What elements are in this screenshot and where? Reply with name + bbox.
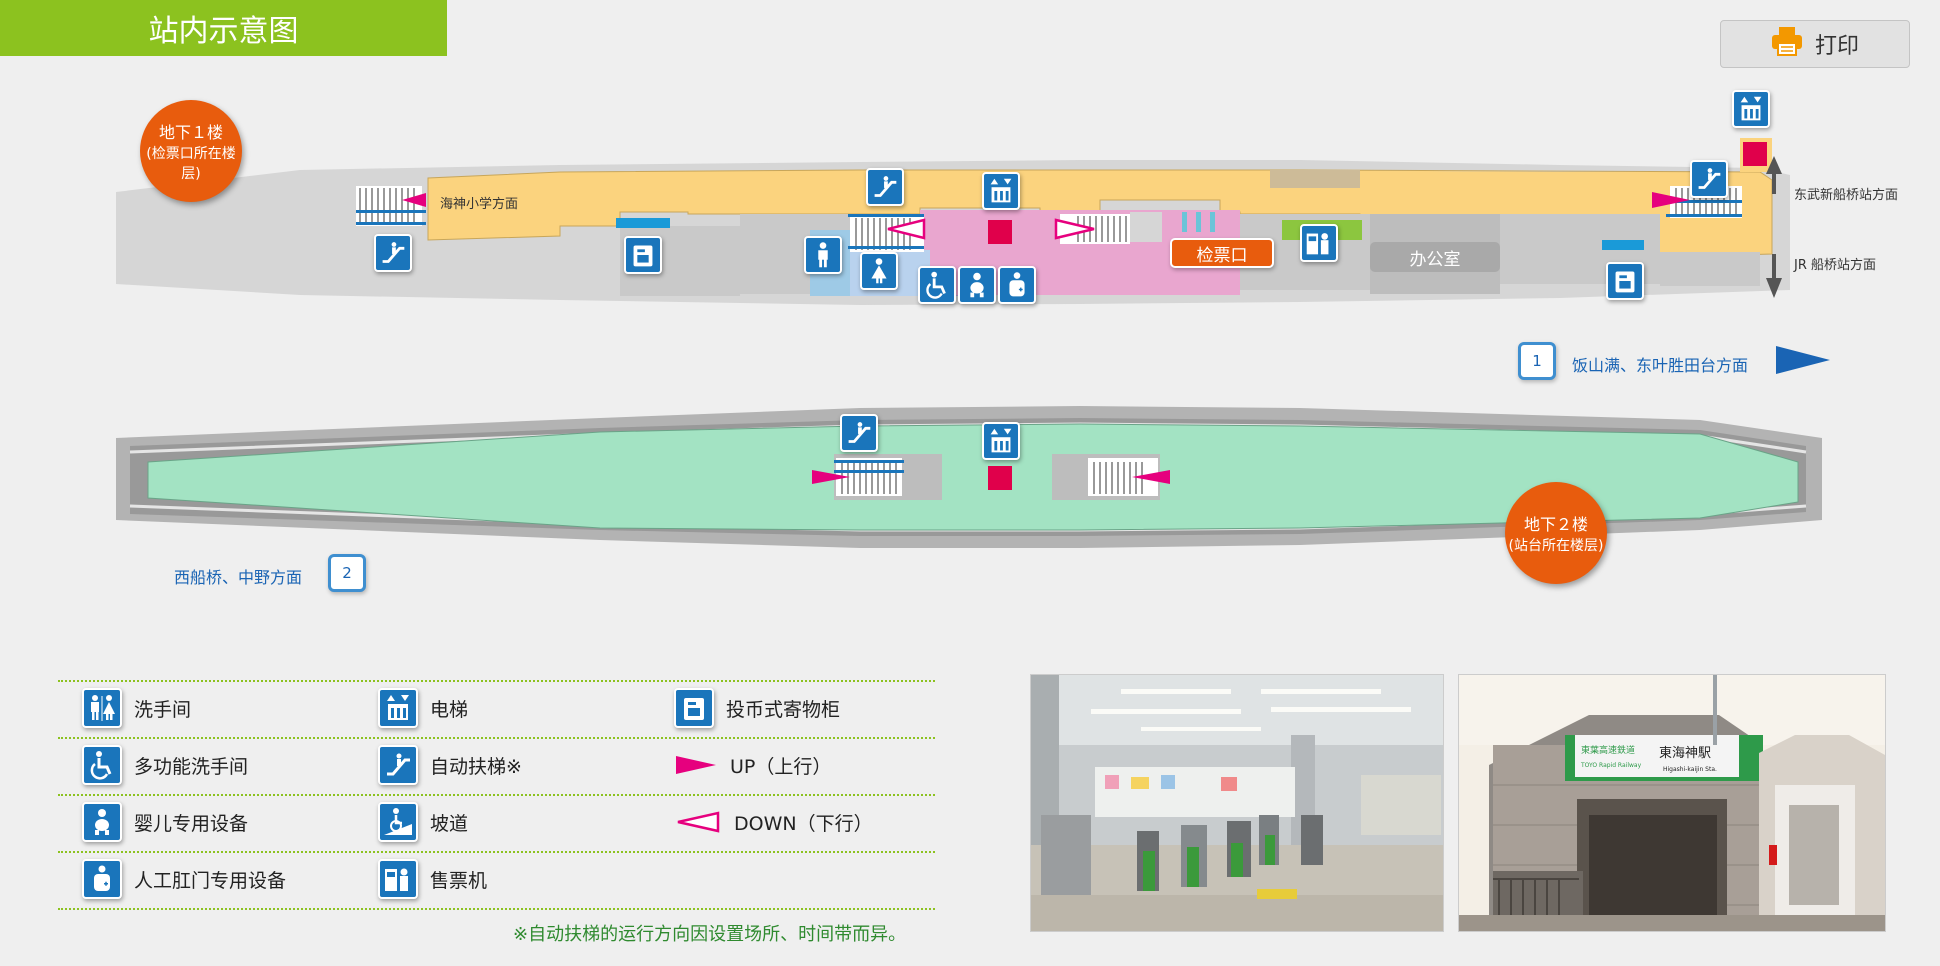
- accessible-toilet-icon: [82, 745, 122, 785]
- legend-label: UP（上行）: [730, 755, 832, 778]
- legend-label: 婴儿专用设备: [134, 812, 249, 835]
- legend-escalator: 自动扶梯※: [378, 745, 522, 785]
- elevator-icon: [378, 688, 418, 728]
- jr-direction-label: JR 船桥站方面: [1794, 258, 1876, 273]
- baby-facility-icon: [958, 266, 996, 304]
- printer-icon: [1771, 26, 1803, 62]
- escalator-icon: [1690, 160, 1728, 198]
- ticket-gate-label: 检票口: [1170, 238, 1274, 268]
- locker-icon: [624, 236, 662, 274]
- floor-b2-note: (站台所在楼层): [1508, 538, 1604, 554]
- legend-ramp: 坡道: [378, 802, 468, 842]
- legend-toilet: 洗手间: [82, 688, 191, 728]
- legend-ostomy: 人工肛门专用设备: [82, 859, 286, 899]
- legend-row: [58, 737, 935, 795]
- legend-label: 自动扶梯※: [430, 755, 522, 778]
- ticket-machine-icon: [378, 859, 418, 899]
- floor-badge-b2: 地下２楼 (站台所在楼层): [1505, 482, 1607, 584]
- escalator-note: ※自动扶梯的运行方向因设置场所、时间带而异。: [513, 924, 907, 945]
- legend-accessible-toilet: 多功能洗手间: [82, 745, 248, 785]
- locker-icon: [674, 688, 714, 728]
- accessible-toilet-icon: [918, 266, 956, 304]
- track-2-badge: 2: [328, 554, 366, 592]
- baby-facility-icon: [82, 802, 122, 842]
- ostomy-facility-icon: [82, 859, 122, 899]
- elevator-icon: [1732, 90, 1770, 128]
- escalator-icon: [374, 234, 412, 272]
- sign-company-en: TOYO Rapid Railway: [1580, 762, 1642, 769]
- school-direction-label: 海神小学方面: [440, 197, 519, 212]
- womens-toilet-icon: [860, 252, 898, 290]
- legend-up: UP（上行）: [674, 745, 831, 785]
- escalator-icon: [866, 168, 904, 206]
- gate-photo: [1030, 674, 1444, 932]
- legend-label: 人工肛门专用设备: [134, 869, 287, 892]
- east-direction-label: 饭山满、东叶胜田台方面: [1572, 356, 1749, 375]
- legend-label: 电梯: [430, 698, 469, 721]
- toilet-icon: [82, 688, 122, 728]
- print-button[interactable]: 打印: [1720, 20, 1910, 68]
- office-label: 办公室: [1370, 242, 1500, 272]
- legend-elevator: 电梯: [378, 688, 468, 728]
- legend-down: DOWN（下行）: [674, 802, 873, 842]
- legend-label: DOWN（下行）: [734, 812, 873, 835]
- floor-b1-note: (检票口所在楼层): [146, 146, 236, 182]
- legend-ticket-machine: 售票机: [378, 859, 487, 899]
- elevator-icon: [982, 422, 1020, 460]
- legend-baby: 婴儿专用设备: [82, 802, 248, 842]
- floor-badge-b1: 地下１楼 (检票口所在楼层): [140, 100, 242, 202]
- ramp-icon: [378, 802, 418, 842]
- sign-company: 東葉高速鉄道: [1581, 744, 1635, 756]
- legend-label: 投币式寄物柜: [726, 698, 841, 721]
- west-direction-label: 西船桥、中野方面: [174, 568, 303, 587]
- legend-row: [58, 680, 935, 738]
- legend-locker: 投币式寄物柜: [674, 688, 840, 728]
- elevator-icon: [982, 172, 1020, 210]
- print-label: 打印: [1814, 34, 1859, 59]
- tobu-direction-label: 东武新船桥站方面: [1794, 188, 1899, 203]
- ticket-machine-icon: [1300, 224, 1338, 262]
- mens-toilet-icon: [804, 236, 842, 274]
- legend-row: [58, 908, 935, 910]
- legend-label: 售票机: [430, 869, 488, 892]
- locker-icon: [1606, 262, 1644, 300]
- page-title: 站内示意图: [0, 0, 447, 56]
- legend-label: 洗手间: [134, 698, 192, 721]
- legend-label: 坡道: [430, 812, 469, 835]
- up-arrow-icon: [676, 756, 716, 774]
- escalator-icon: [840, 414, 878, 452]
- legend-label: 多功能洗手间: [134, 755, 249, 778]
- floor-b1-name: 地下１楼: [158, 123, 223, 142]
- escalator-icon: [378, 745, 418, 785]
- platform-map: [116, 406, 1822, 548]
- ostomy-facility-icon: [998, 266, 1036, 304]
- floor-b2-name: 地下２楼: [1523, 515, 1588, 534]
- down-arrow-icon: [677, 811, 720, 833]
- sign-station-en: Higashi-kaijin Sta.: [1663, 766, 1717, 773]
- legend-row: [58, 851, 935, 909]
- entrance-photo: 東葉高速鉄道 TOYO Rapid Railway 東海神駅 Higashi-k…: [1458, 674, 1886, 932]
- legend-row: [58, 794, 935, 852]
- track-1-badge: 1: [1518, 342, 1556, 380]
- sign-station-name: 東海神駅: [1659, 745, 1711, 761]
